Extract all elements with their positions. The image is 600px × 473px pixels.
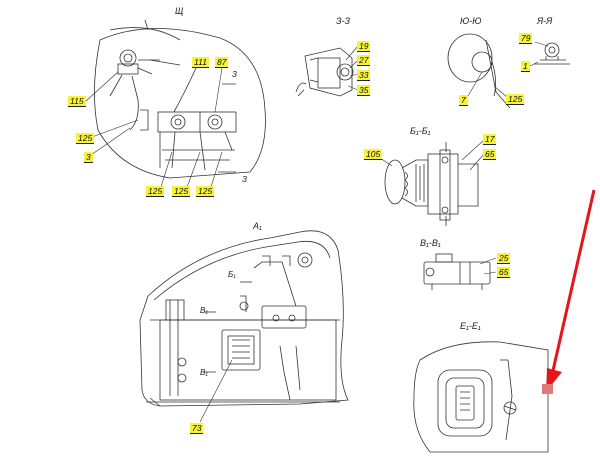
section-title-sh: Щ <box>175 6 184 16</box>
red-arrow <box>546 189 596 392</box>
leaders-sh <box>85 62 223 191</box>
section-mark-b1: Б₁ <box>228 270 236 279</box>
view-b1 <box>384 142 479 226</box>
callout-73: 73 <box>190 423 204 434</box>
callout-3: 3 <box>84 152 93 163</box>
section-title-e1: Е₁-Е₁ <box>460 321 481 331</box>
callout-19: 19 <box>357 41 371 52</box>
section-title-yu: Ю-Ю <box>460 16 482 26</box>
section-title-v1: В₁-В₁ <box>420 238 441 248</box>
section-title-ya: Я-Я <box>537 16 553 26</box>
callout-7: 7 <box>459 95 468 106</box>
view-sh <box>94 19 266 179</box>
leaders-z <box>345 45 359 91</box>
section-mark-z-bottom: З <box>242 175 247 184</box>
view-yu <box>447 33 511 109</box>
callout-25: 25 <box>497 253 511 264</box>
section-mark-z-top: З <box>232 70 237 79</box>
callout-27: 27 <box>357 55 371 66</box>
section-mark-v1-bottom: В₁ <box>200 368 208 377</box>
section-title-a1: А₁ <box>253 221 262 231</box>
callout-125-sh-1: 125 <box>146 186 165 197</box>
view-z <box>295 47 354 97</box>
callout-65-b1: 65 <box>483 149 497 160</box>
leaders-yu <box>467 71 509 99</box>
callout-17: 17 <box>483 134 497 145</box>
callout-125-sh-3: 125 <box>196 186 215 197</box>
callout-65-v1: 65 <box>497 267 511 278</box>
callout-35: 35 <box>357 85 371 96</box>
section-title-b1: Б₁-Б₁ <box>410 126 431 136</box>
leaders-v1 <box>479 257 497 275</box>
section-mark-v1-top: В₁ <box>200 306 208 315</box>
view-ya <box>534 42 570 65</box>
callout-87: 87 <box>215 57 229 68</box>
callout-125-sh-left: 125 <box>76 133 95 144</box>
callout-79: 79 <box>519 33 533 44</box>
callout-33: 33 <box>357 70 371 81</box>
leaders-b1 <box>379 139 485 171</box>
callout-111: 111 <box>192 57 209 68</box>
section-title-z: З-З <box>336 16 351 26</box>
callout-125-yu: 125 <box>506 94 525 105</box>
view-a1 <box>139 230 349 407</box>
view-v1 <box>423 253 491 290</box>
leaders-a1 <box>199 359 233 423</box>
callout-1: 1 <box>521 61 530 72</box>
leaders-ya <box>529 41 549 67</box>
callout-125-sh-2: 125 <box>172 186 191 197</box>
red-marker <box>542 384 553 394</box>
view-e1 <box>413 341 549 453</box>
callout-115: 115 <box>68 96 86 107</box>
callout-105: 105 <box>364 149 383 160</box>
